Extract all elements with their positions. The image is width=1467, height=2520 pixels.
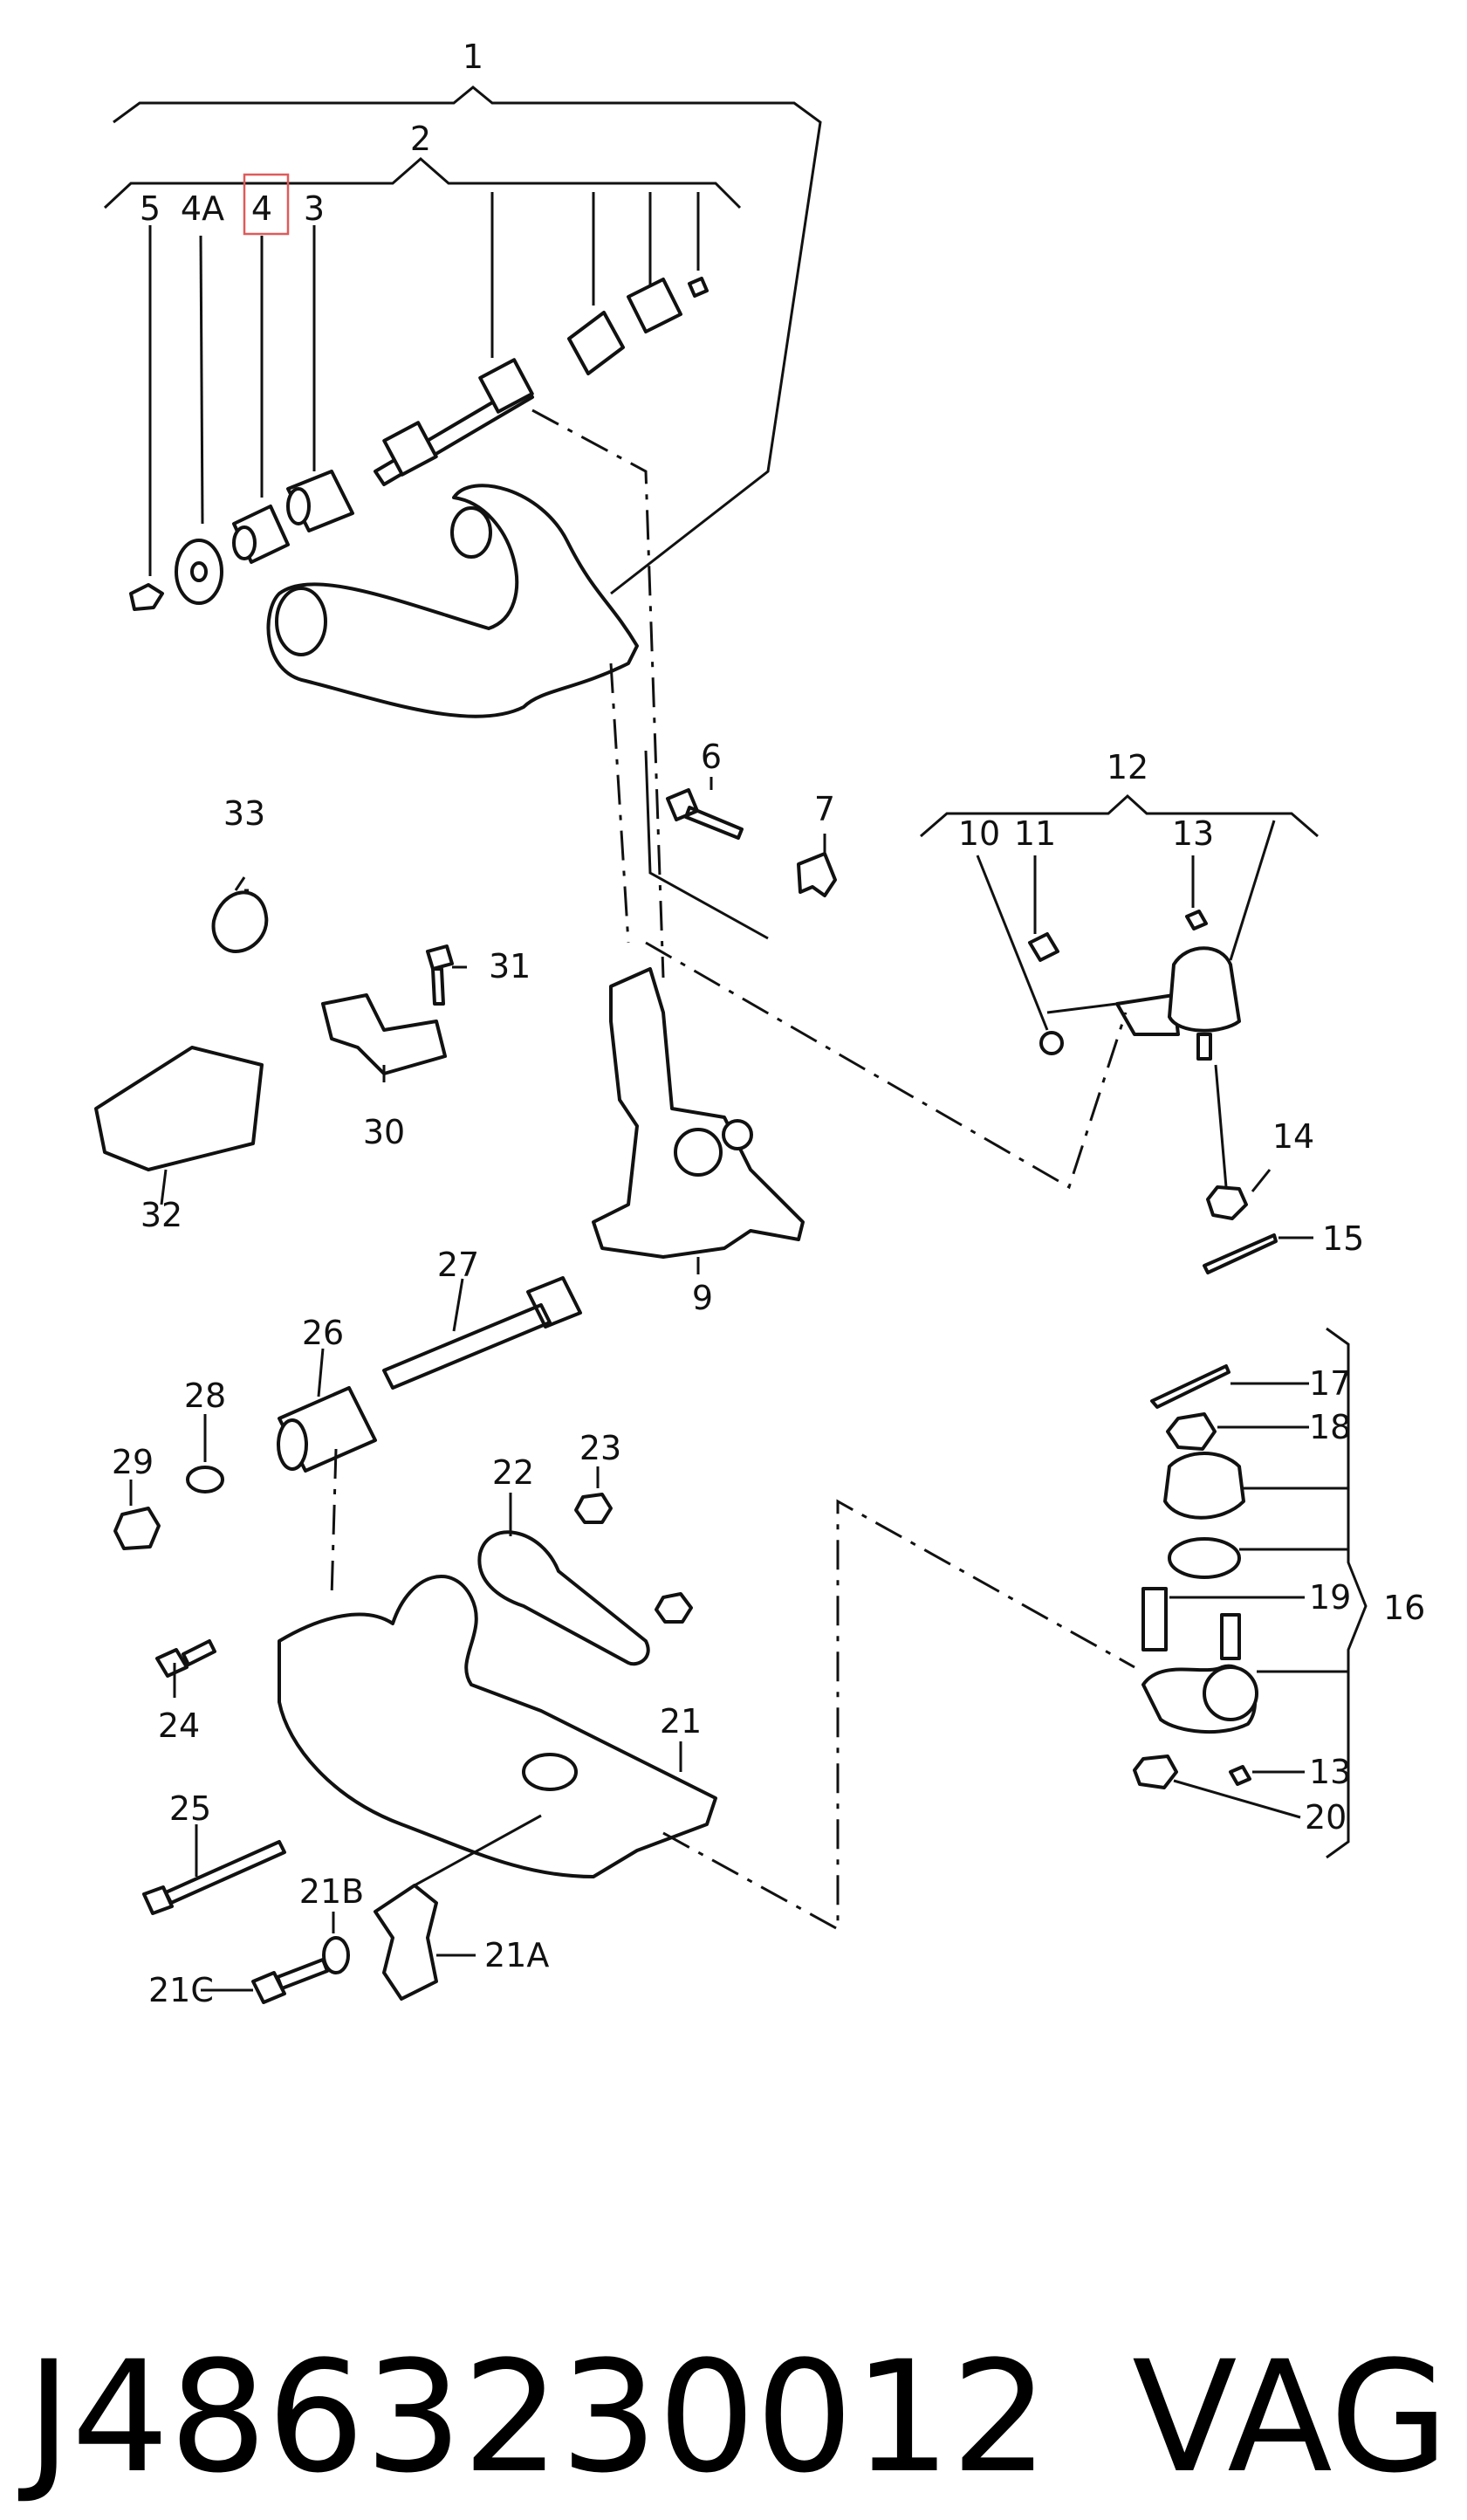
label-11: 11 bbox=[1014, 814, 1056, 853]
connection-lines bbox=[330, 409, 1135, 1932]
leader-lines-right bbox=[976, 820, 1348, 1819]
label-22: 22 bbox=[492, 1453, 534, 1492]
label-13-bottom: 13 bbox=[1309, 1753, 1351, 1791]
label-26: 26 bbox=[302, 1314, 344, 1352]
label-21a: 21A bbox=[484, 1936, 549, 1974]
link-22 bbox=[477, 1530, 650, 1666]
label-7: 7 bbox=[814, 790, 835, 828]
ball-joint-12 bbox=[1028, 910, 1241, 1061]
label-18: 18 bbox=[1309, 1408, 1351, 1446]
label-24: 24 bbox=[158, 1706, 200, 1745]
label-20: 20 bbox=[1305, 1798, 1347, 1837]
label-2: 2 bbox=[410, 120, 431, 158]
cotter-pin-15 bbox=[1203, 1233, 1278, 1274]
label-27: 27 bbox=[437, 1246, 479, 1284]
clip-7 bbox=[797, 852, 837, 897]
label-12: 12 bbox=[1107, 748, 1148, 786]
bracket-group-16 bbox=[1326, 1327, 1368, 1859]
label-21b: 21B bbox=[299, 1872, 364, 1911]
label-16: 16 bbox=[1383, 1589, 1425, 1627]
bracket-group-2 bbox=[103, 157, 742, 209]
nut-14 bbox=[1206, 1185, 1248, 1220]
label-19: 19 bbox=[1309, 1578, 1351, 1617]
label-28: 28 bbox=[184, 1377, 226, 1415]
bolt-6 bbox=[666, 788, 744, 840]
leader-lines-top bbox=[148, 192, 700, 576]
bracket-30 bbox=[321, 993, 447, 1075]
label-21: 21 bbox=[660, 1702, 702, 1741]
label-13-top: 13 bbox=[1172, 814, 1214, 853]
upper-control-arm bbox=[266, 484, 639, 718]
label-1: 1 bbox=[463, 38, 483, 76]
label-32: 32 bbox=[141, 1196, 182, 1234]
brand-name: VAG bbox=[1132, 2328, 1449, 2507]
label-9: 9 bbox=[692, 1279, 713, 1317]
bolt-24 bbox=[155, 1639, 216, 1678]
label-4a: 4A bbox=[181, 189, 224, 228]
label-31: 31 bbox=[489, 947, 531, 985]
washer-28 bbox=[186, 1466, 224, 1493]
label-29: 29 bbox=[112, 1443, 154, 1481]
label-25: 25 bbox=[169, 1789, 211, 1828]
label-14: 14 bbox=[1272, 1117, 1314, 1156]
label-10: 10 bbox=[958, 814, 1000, 853]
label-30: 30 bbox=[363, 1113, 405, 1151]
bracket-21a bbox=[374, 1884, 438, 2001]
ball-joint-16-kit bbox=[1133, 1364, 1258, 1789]
steering-knuckle bbox=[592, 967, 805, 1259]
bracket-group-12 bbox=[920, 793, 1319, 838]
label-23: 23 bbox=[579, 1429, 621, 1467]
washer-21b bbox=[322, 1936, 350, 1974]
bolt-25 bbox=[142, 1840, 286, 1915]
leader-lines-bottom bbox=[129, 777, 826, 1992]
label-5: 5 bbox=[140, 189, 161, 228]
nut-23 bbox=[574, 1493, 613, 1524]
cover-32 bbox=[94, 1046, 264, 1171]
label-4: 4 bbox=[251, 189, 272, 228]
nut-29 bbox=[113, 1507, 161, 1550]
label-17: 17 bbox=[1309, 1364, 1351, 1403]
part-number: J486323001​2 bbox=[17, 2328, 1049, 2507]
bolt-21c bbox=[251, 1958, 329, 2004]
bolt-27 bbox=[382, 1276, 582, 1390]
highlight-box-part-4 bbox=[243, 173, 290, 236]
lower-control-arm bbox=[278, 1575, 717, 1878]
label-6: 6 bbox=[701, 738, 722, 776]
label-15: 15 bbox=[1322, 1219, 1364, 1258]
bump-stop-33 bbox=[211, 890, 269, 953]
label-21c: 21C bbox=[148, 1971, 214, 2009]
upper-arm-kit bbox=[129, 277, 709, 611]
bolt-31 bbox=[426, 944, 454, 1006]
label-33: 33 bbox=[223, 794, 265, 833]
label-3: 3 bbox=[304, 189, 325, 228]
bracket-group-1 bbox=[113, 86, 822, 595]
